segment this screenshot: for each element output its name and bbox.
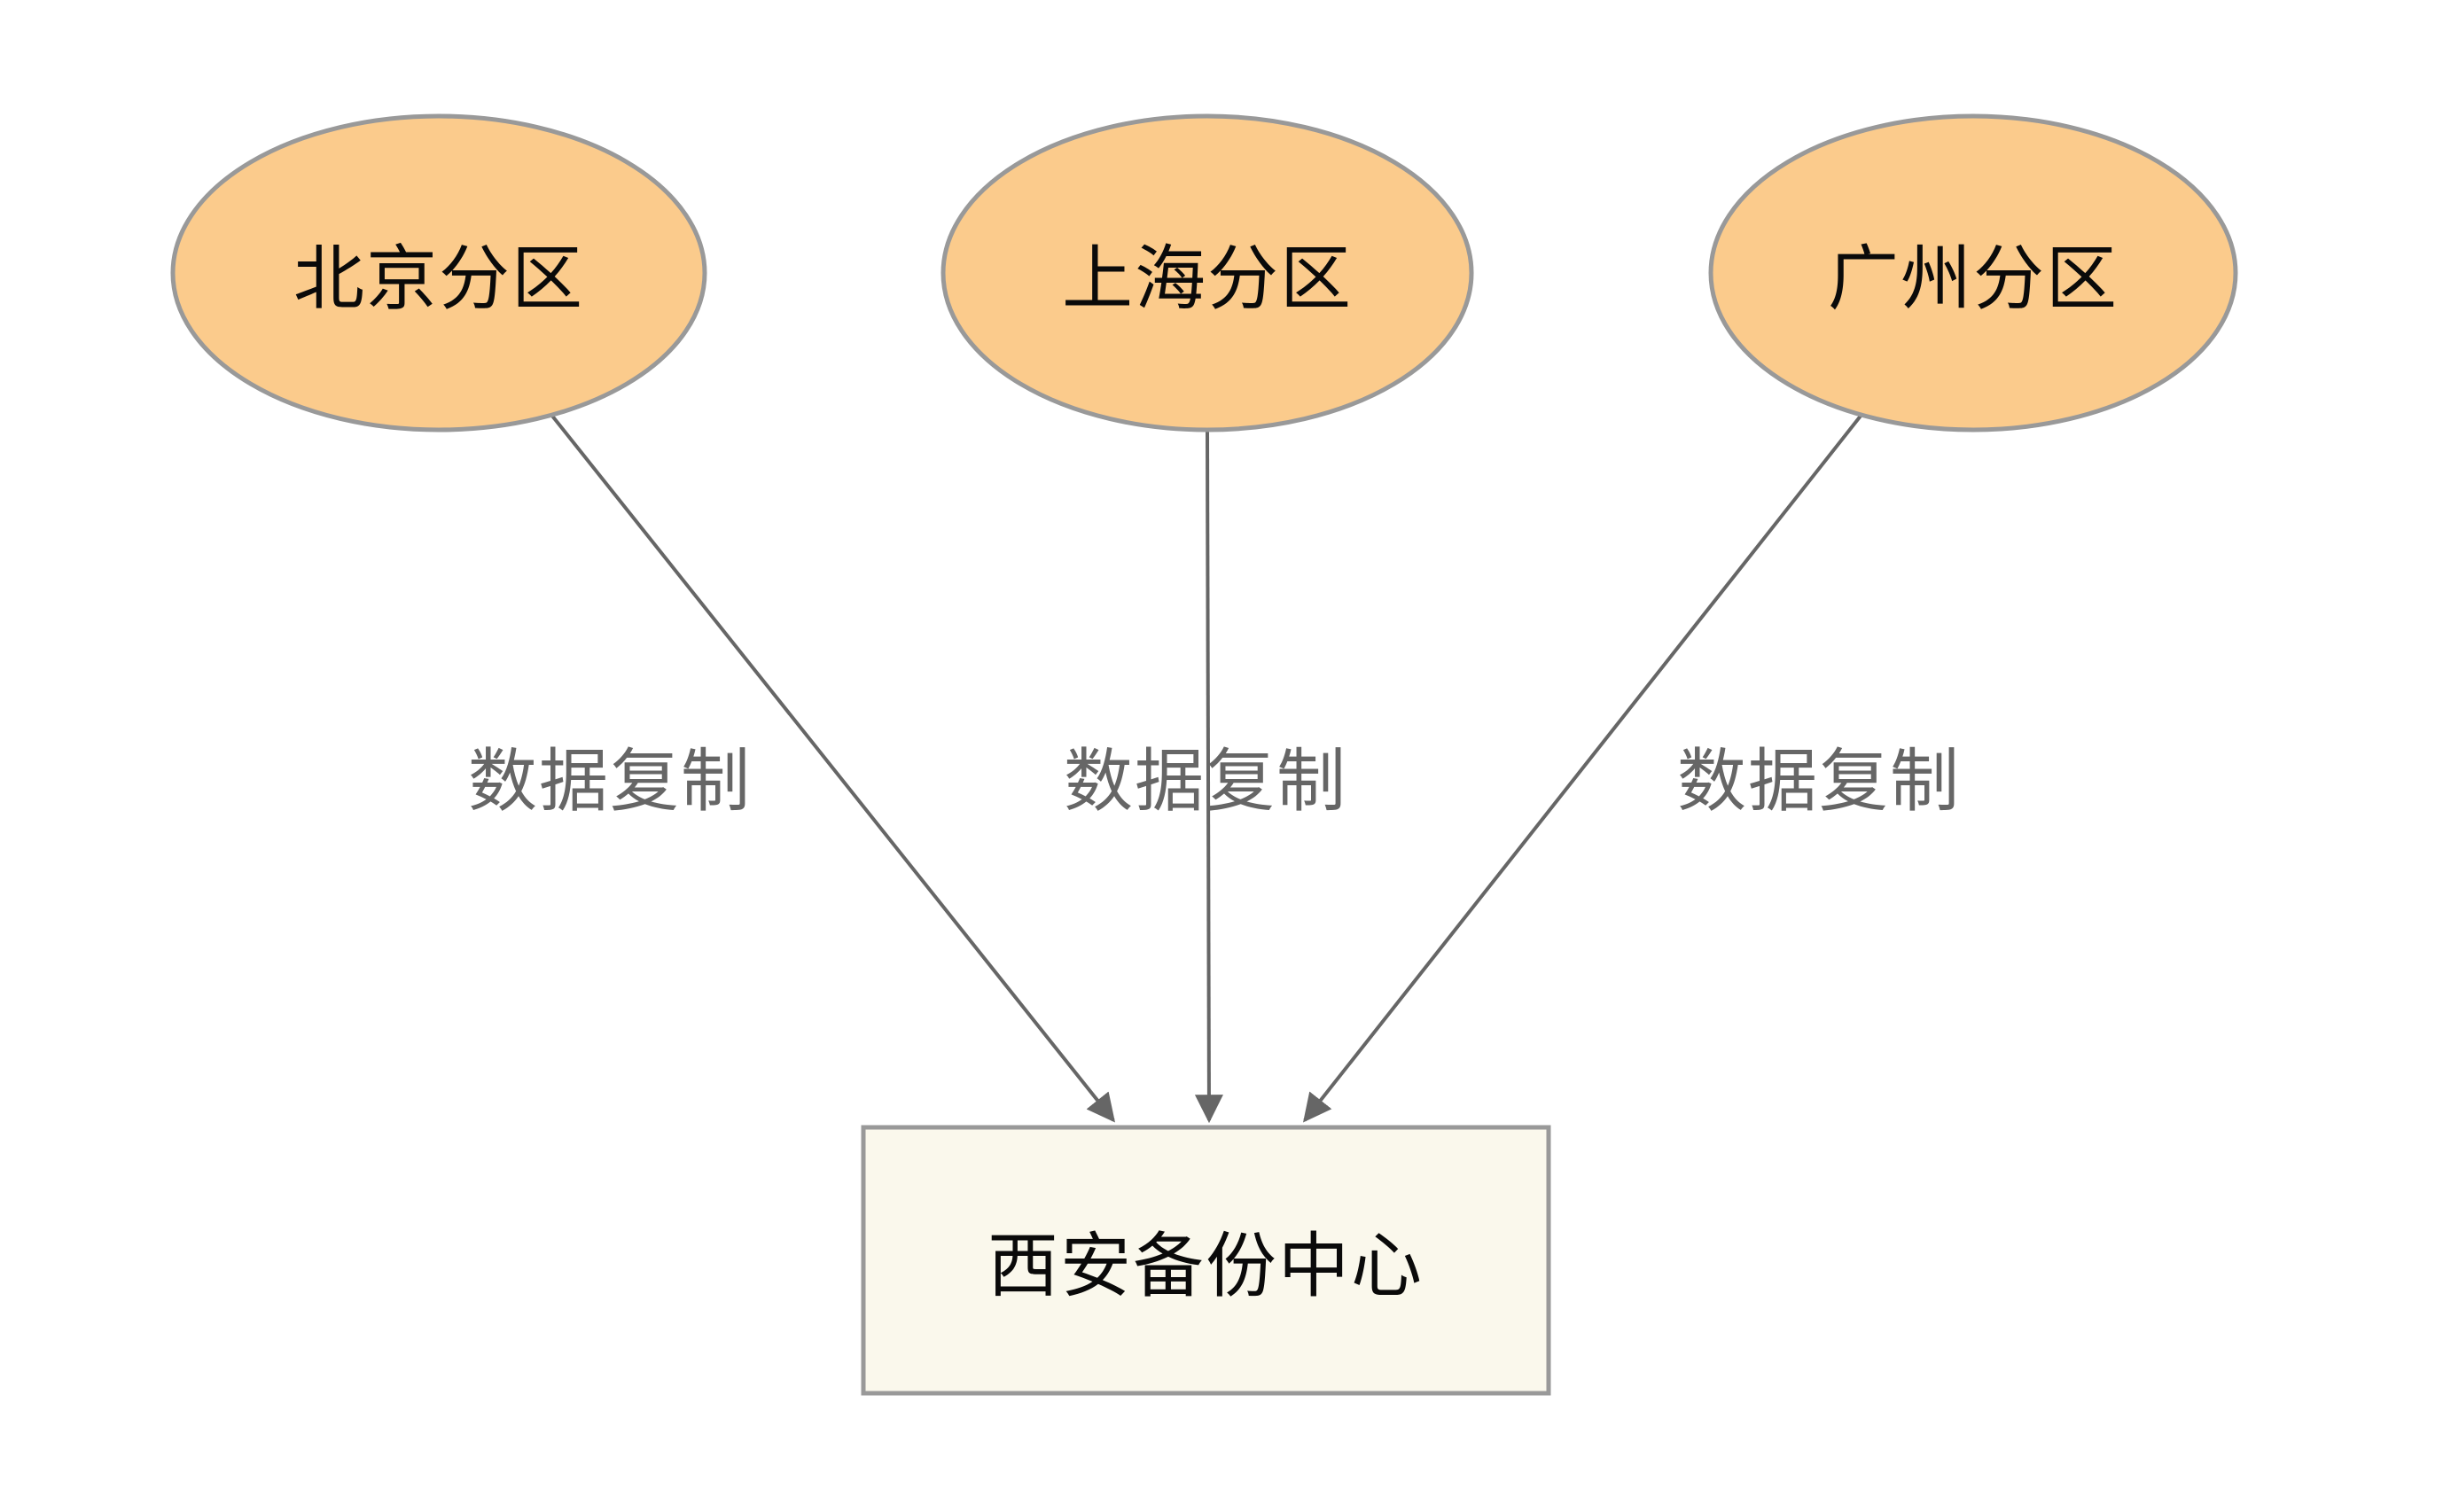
beijing-node-shape (170, 113, 707, 433)
xian-backup-center-shape (861, 1125, 1551, 1396)
beijing-node-label: 北京分区 (293, 239, 584, 318)
edge-label-shanghai-replication: 数据复制 (1063, 742, 1348, 820)
edge-label-guangzhou-replication: 数据复制 (1676, 742, 1962, 820)
shanghai-node-shape (941, 113, 1474, 433)
edge-arrow-guangzhou-to-xian (1303, 413, 1863, 1123)
edge-arrow-shanghai-to-xian (1194, 430, 1223, 1124)
edge-label-beijing-replication: 数据复制 (467, 742, 753, 820)
shanghai-node-label: 上海分区 (1062, 239, 1353, 318)
xian-backup-center-label: 西安备份中心 (987, 1227, 1424, 1305)
guangzhou-node-shape (1708, 113, 2238, 433)
guangzhou-node-label: 广州分区 (1828, 239, 2119, 318)
edge-arrow-beijing-to-xian (550, 413, 1115, 1123)
